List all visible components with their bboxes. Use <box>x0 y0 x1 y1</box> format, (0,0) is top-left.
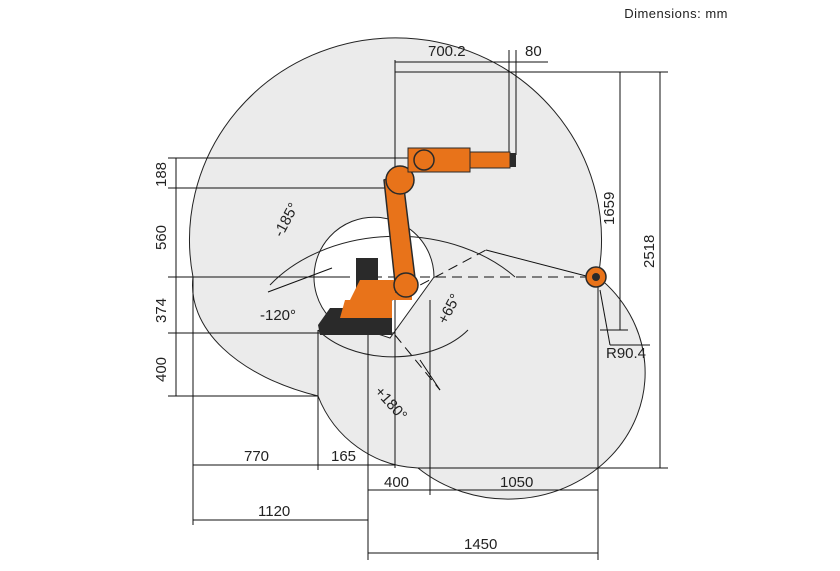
robot-elbow <box>385 165 415 195</box>
dim-radius: R90.4 <box>606 345 646 362</box>
robot-base-orange <box>340 300 392 318</box>
dim-bottom-770: 770 <box>244 448 269 465</box>
axis-120-line <box>267 267 333 293</box>
dim-height-total: 2518 <box>641 235 658 268</box>
dim-left-560: 560 <box>153 225 170 250</box>
robot-forearm <box>469 151 511 169</box>
robot-arm <box>318 147 607 335</box>
dim-bottom-1120: 1120 <box>258 503 290 520</box>
axis-65-line <box>485 249 591 278</box>
angle-a3-neg: -120° <box>260 307 296 324</box>
robot-a3-joint <box>413 149 435 171</box>
dim-flange: 80 <box>525 43 542 60</box>
envelope-inner-arc-lower <box>317 329 469 358</box>
dim-left-374: 374 <box>153 298 170 323</box>
dim-bottom-1450: 1450 <box>464 536 497 553</box>
robot-reach-tool-inner <box>592 273 600 281</box>
dim-left-400: 400 <box>153 357 170 382</box>
axis-180-dashed <box>394 334 441 391</box>
work-envelope <box>189 37 646 500</box>
robot-shoulder <box>393 272 419 298</box>
dim-bottom-1050: 1050 <box>500 474 533 491</box>
units-label: Dimensions: mm <box>624 6 728 21</box>
dim-height-reach: 1659 <box>601 192 618 225</box>
dim-left-188: 188 <box>153 162 170 187</box>
dim-top-reach: 700.2 <box>428 43 466 60</box>
dim-bottom-165: 165 <box>331 448 356 465</box>
dimension-texts: 700.2 80 2518 1659 R90.4 188 560 374 400… <box>153 43 658 553</box>
dimension-lines <box>168 50 668 560</box>
dim-bottom-400: 400 <box>384 474 409 491</box>
robot-flange <box>510 153 516 167</box>
